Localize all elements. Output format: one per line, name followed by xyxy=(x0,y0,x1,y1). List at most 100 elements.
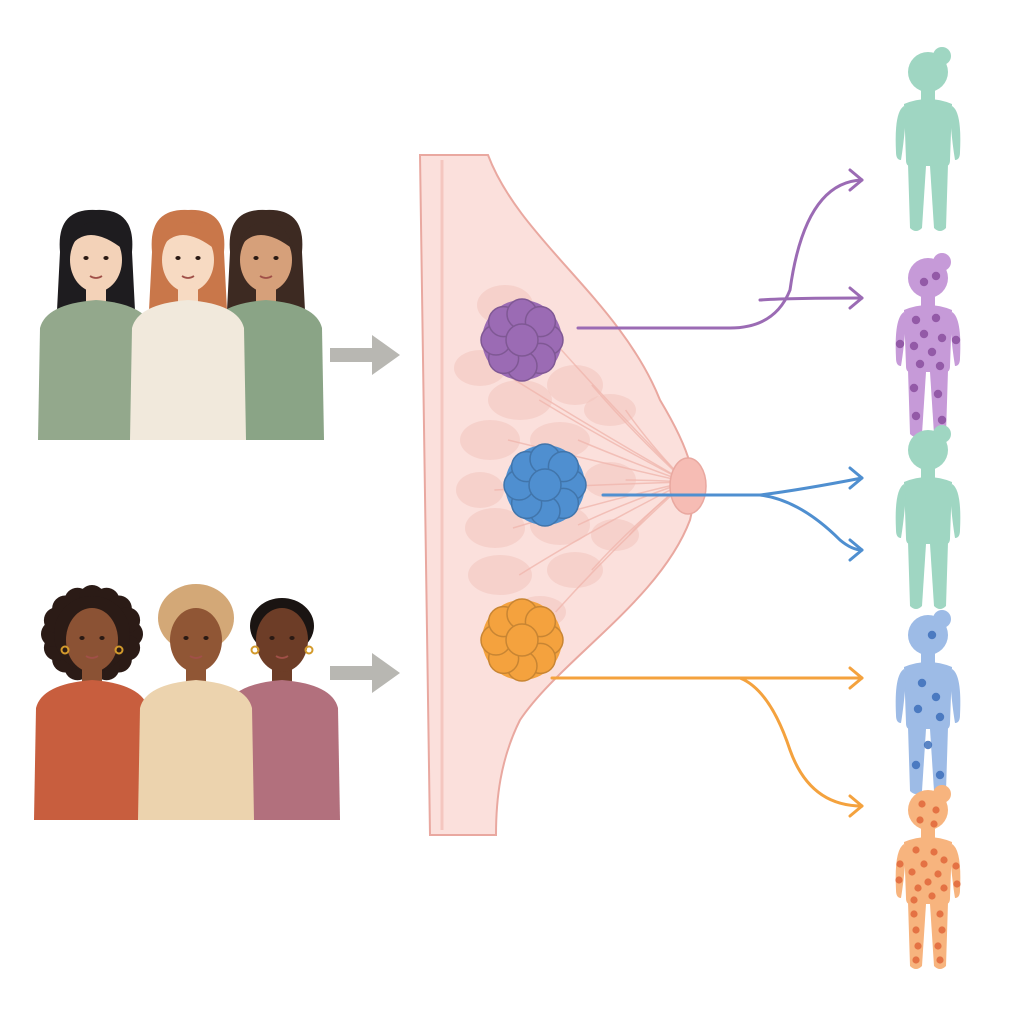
spot xyxy=(914,884,922,892)
group-bottom-person-1 xyxy=(34,585,150,820)
arm-left xyxy=(895,484,906,538)
eye-right xyxy=(289,636,295,640)
tumor-purple xyxy=(480,298,564,382)
pathway-purple-upper xyxy=(576,168,864,330)
earring xyxy=(304,645,314,655)
mouth xyxy=(85,655,99,659)
spot xyxy=(931,692,941,702)
earring xyxy=(250,645,260,655)
pathway-purple-lower xyxy=(758,286,864,310)
arrowhead xyxy=(848,666,864,690)
spot xyxy=(930,820,938,828)
mouth xyxy=(259,275,273,279)
head xyxy=(908,430,948,470)
eye-right xyxy=(273,256,279,260)
spot xyxy=(927,347,937,357)
tumor-cell xyxy=(505,323,539,357)
spot xyxy=(920,860,928,868)
spot xyxy=(936,910,944,918)
eye-right xyxy=(99,636,105,640)
lobule xyxy=(488,380,552,420)
face xyxy=(66,608,118,672)
spot xyxy=(919,277,929,287)
spot xyxy=(937,415,947,425)
pathway-line xyxy=(576,178,864,330)
neck xyxy=(921,88,935,100)
spot xyxy=(915,359,925,369)
torso xyxy=(904,662,952,729)
arrowhead xyxy=(848,466,864,490)
spot xyxy=(940,884,948,892)
neck xyxy=(921,294,935,306)
breast-cross-section xyxy=(418,154,707,836)
leg-right xyxy=(930,902,948,969)
eye-left xyxy=(253,256,259,260)
group-bottom-person-2 xyxy=(138,584,254,820)
outcome-figures xyxy=(895,47,961,969)
spot xyxy=(953,880,961,888)
eye-left xyxy=(83,256,89,260)
spot xyxy=(937,333,947,343)
spot xyxy=(912,956,920,964)
spot xyxy=(924,878,932,886)
earring xyxy=(114,645,124,655)
arm-right xyxy=(950,484,961,538)
lobule xyxy=(584,462,636,498)
spot xyxy=(909,341,919,351)
arrow-shape xyxy=(330,335,400,375)
spot xyxy=(917,678,927,688)
duct xyxy=(507,439,687,483)
eye-right xyxy=(203,636,209,640)
mouth xyxy=(275,655,289,659)
spot xyxy=(911,411,921,421)
child-purple-spotted xyxy=(895,253,961,437)
arm-left xyxy=(895,669,906,723)
child-mint-2 xyxy=(895,425,961,609)
leg-right xyxy=(930,164,948,231)
spot xyxy=(914,942,922,950)
earring xyxy=(60,645,70,655)
eye-left xyxy=(175,256,181,260)
spot xyxy=(928,892,936,900)
spot xyxy=(935,361,945,371)
spot xyxy=(912,926,920,934)
mouth xyxy=(89,275,103,279)
spot xyxy=(940,856,948,864)
group-top-person-2 xyxy=(130,209,246,440)
lobule xyxy=(468,555,532,595)
hair-fringe xyxy=(68,222,124,250)
spot xyxy=(923,740,933,750)
gray-arrow-2 xyxy=(330,653,400,693)
spot xyxy=(933,389,943,399)
spot xyxy=(927,630,937,640)
gray-arrow-1 xyxy=(330,335,400,375)
duct xyxy=(495,367,687,483)
spot xyxy=(918,800,926,808)
group-bottom xyxy=(34,584,340,820)
spot xyxy=(934,870,942,878)
tumor-orange xyxy=(480,598,564,682)
population-groups xyxy=(34,209,340,820)
spot xyxy=(913,704,923,714)
eye-left xyxy=(183,636,189,640)
torso xyxy=(904,477,952,544)
torso xyxy=(904,99,952,166)
pathway-line xyxy=(758,493,864,552)
hair-fringe xyxy=(160,222,216,250)
arrowhead xyxy=(848,286,864,310)
head xyxy=(908,52,948,92)
group-top-person-1 xyxy=(38,209,154,440)
leg-left xyxy=(908,542,926,609)
child-orange-spotted xyxy=(895,785,961,969)
spot xyxy=(911,760,921,770)
spot xyxy=(934,942,942,950)
face xyxy=(162,228,214,292)
spot xyxy=(910,910,918,918)
leg-left xyxy=(908,727,926,794)
spot xyxy=(951,335,961,345)
leg-left xyxy=(908,164,926,231)
arm-right xyxy=(950,669,961,723)
tumor-cell xyxy=(528,468,562,502)
arm-right xyxy=(950,844,961,898)
